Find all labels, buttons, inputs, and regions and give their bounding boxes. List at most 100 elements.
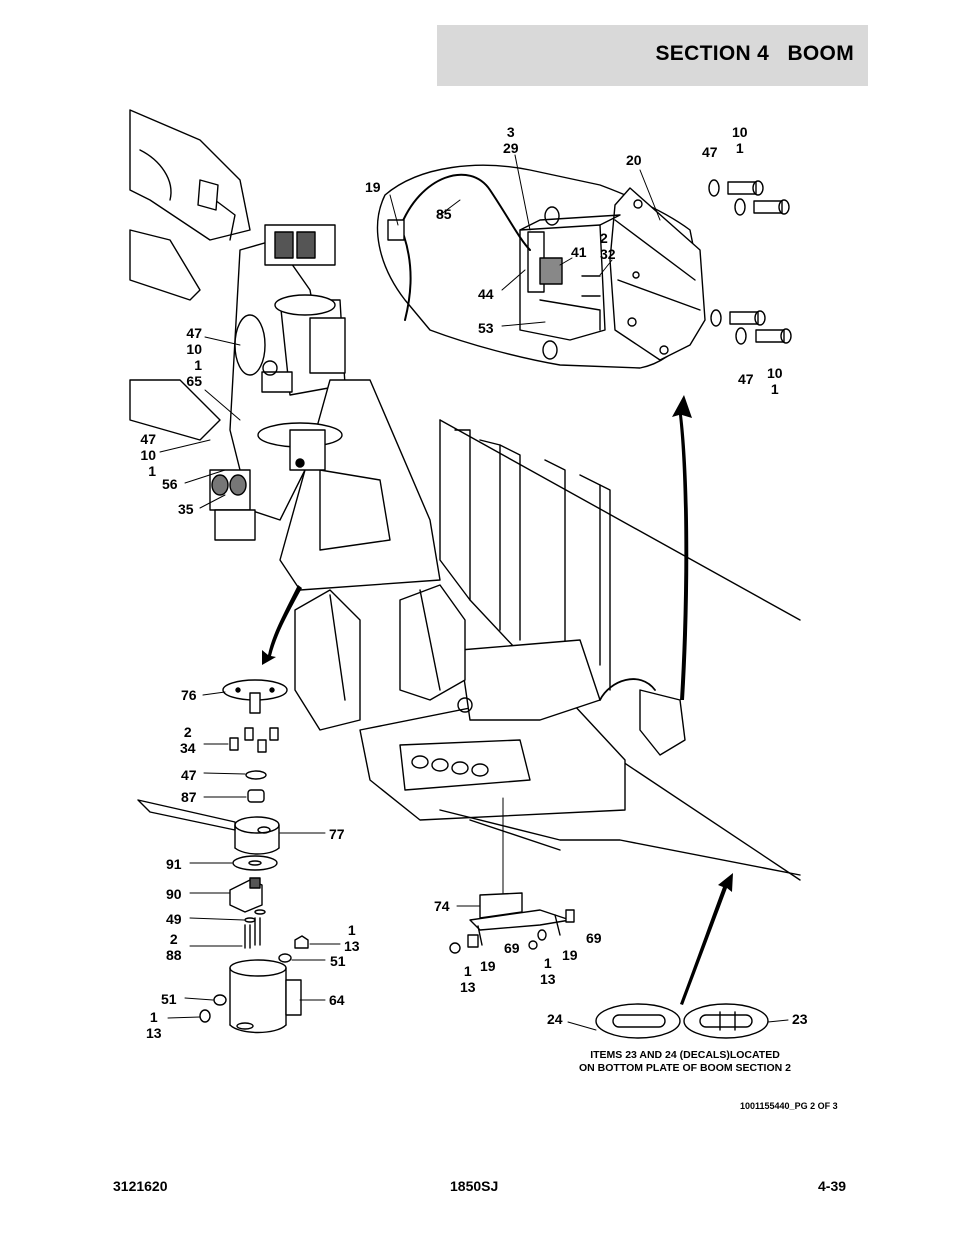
callout-label: 47 (186, 325, 202, 341)
callout-1-13-left: 1 13 (460, 963, 476, 995)
callout-47-rotary: 47 (181, 767, 197, 783)
callout-85: 85 (436, 206, 452, 222)
callout-label: 20 (626, 152, 642, 168)
callout-2-88: 2 88 (166, 931, 182, 963)
callout-label: 13 (344, 938, 360, 954)
callout-label: 69 (504, 940, 520, 956)
callout-51-left: 51 (161, 991, 177, 1007)
callout-74: 74 (434, 898, 450, 914)
callout-label: 1 (347, 922, 356, 938)
callout-2-32: 2 32 (600, 230, 616, 262)
callout-91: 91 (166, 856, 182, 872)
callout-19-left: 19 (480, 958, 496, 974)
callout-label: 10 (140, 447, 156, 463)
callout-label: 19 (562, 947, 578, 963)
callout-label: 3 (506, 124, 515, 140)
rotary-exploded-view (137, 679, 309, 1034)
callout-1-13-housing: 1 13 (146, 1009, 162, 1041)
drawing-page-reference: 1001155440_PG 2 OF 3 (740, 1101, 838, 1111)
note-line: ON BOTTOM PLATE OF BOOM SECTION 2 (579, 1062, 791, 1074)
callout-47-bottom: 47 (738, 371, 754, 387)
decals (595, 1003, 769, 1039)
leader-lines (159, 154, 789, 1031)
callout-label: 49 (166, 911, 182, 927)
callout-47-10-1: 47 10 1 (132, 431, 156, 479)
callout-49: 49 (166, 911, 182, 927)
callout-24: 24 (547, 1011, 563, 1027)
callout-label: 47 (702, 144, 718, 160)
callout-1-13-right: 1 13 (540, 955, 556, 987)
callout-51-right: 51 (330, 953, 346, 969)
callout-label: 19 (365, 179, 381, 195)
callout-10-1-top: 10 1 (732, 124, 748, 156)
callout-label: 90 (166, 886, 182, 902)
callout-label: 1 (194, 357, 202, 373)
callout-label: 88 (166, 947, 182, 963)
callout-label: 91 (166, 856, 182, 872)
callout-47-top: 47 (702, 144, 718, 160)
callout-label: 76 (181, 687, 197, 703)
cable-bracket-parts (449, 892, 575, 954)
detail-inset (376, 164, 792, 369)
callout-label: 10 (186, 341, 202, 357)
callout-41: 41 (571, 244, 587, 260)
callout-77: 77 (329, 826, 345, 842)
callout-label: 29 (503, 140, 519, 156)
callout-label: 1 (463, 963, 472, 979)
callout-label: 35 (178, 501, 194, 517)
callout-label: 51 (161, 991, 177, 1007)
callout-90: 90 (166, 886, 182, 902)
callout-label: 10 (767, 365, 783, 381)
callout-label: 13 (460, 979, 476, 995)
callout-19-inset: 19 (365, 179, 381, 195)
callout-label: 13 (146, 1025, 162, 1041)
callout-label: 19 (480, 958, 496, 974)
callout-69-right: 69 (586, 930, 602, 946)
callout-76: 76 (181, 687, 197, 703)
callout-label: 47 (738, 371, 754, 387)
callout-53: 53 (478, 320, 494, 336)
callout-label: 87 (181, 789, 197, 805)
callout-87: 87 (181, 789, 197, 805)
callout-label: 77 (329, 826, 345, 842)
callout-56: 56 (162, 476, 178, 492)
callout-47-10-1-65: 47 10 1 65 (178, 325, 202, 389)
arrows (262, 395, 733, 1005)
callout-44: 44 (478, 286, 494, 302)
callout-label: 53 (478, 320, 494, 336)
callout-label: 1 (770, 381, 779, 397)
callout-label: 32 (600, 246, 616, 262)
callout-label: 47 (181, 767, 197, 783)
callout-label: 56 (162, 476, 178, 492)
note-line: ITEMS 23 AND 24 (DECALS)LOCATED (590, 1049, 780, 1061)
callout-label: 64 (329, 992, 345, 1008)
callout-label: 2 (169, 931, 178, 947)
callout-3-29: 3 29 (503, 124, 519, 156)
callout-label: 10 (732, 124, 748, 140)
callout-label: 1 (149, 1009, 158, 1025)
callout-label: 69 (586, 930, 602, 946)
callout-64: 64 (329, 992, 345, 1008)
callout-label: 23 (792, 1011, 808, 1027)
callout-1-13-plug: 1 13 (344, 922, 360, 954)
boom-assembly (129, 109, 801, 881)
callout-label: 65 (186, 373, 202, 389)
callout-label: 85 (436, 206, 452, 222)
callout-label: 34 (180, 740, 196, 756)
callout-20: 20 (626, 152, 642, 168)
section-title: SECTION 4 BOOM (655, 42, 854, 65)
callout-label: 13 (540, 971, 556, 987)
callout-label: 41 (571, 244, 587, 260)
callout-label: 1 (735, 140, 744, 156)
callout-label: 1 (543, 955, 552, 971)
callout-2-34: 2 34 (180, 724, 196, 756)
callout-label: 2 (600, 230, 608, 246)
callout-label: 74 (434, 898, 450, 914)
callout-23: 23 (792, 1011, 808, 1027)
callout-label: 1 (148, 463, 156, 479)
callout-35: 35 (178, 501, 194, 517)
callout-label: 51 (330, 953, 346, 969)
decal-location-note: ITEMS 23 AND 24 (DECALS)LOCATED ON BOTTO… (555, 1049, 815, 1075)
callout-19-right: 19 (562, 947, 578, 963)
